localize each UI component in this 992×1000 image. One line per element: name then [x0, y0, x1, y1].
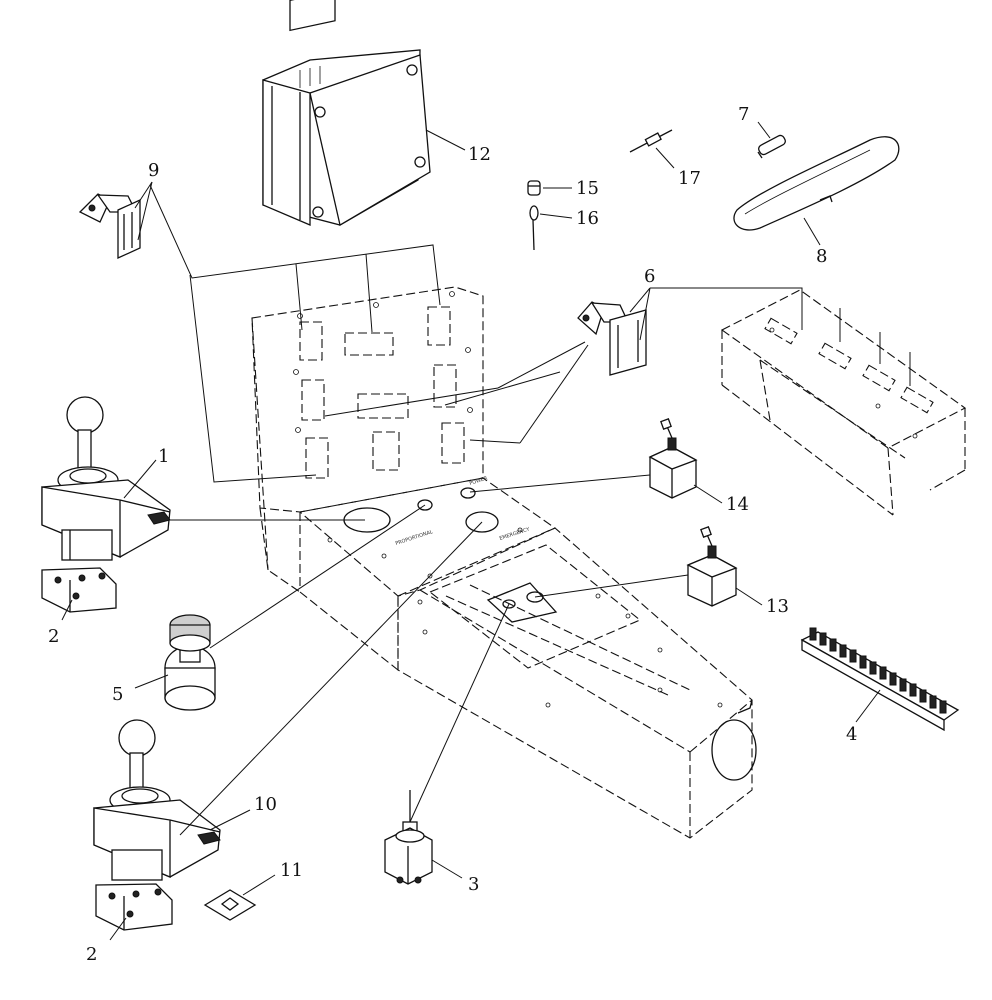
callout-2-upper: 2: [48, 626, 59, 647]
toggle-switch-14: [648, 418, 723, 504]
svg-text:POWER: POWER: [469, 475, 489, 487]
callout-14: 14: [726, 494, 749, 515]
rocker-switch-left: [78, 181, 153, 260]
callout-2-lower: 2: [86, 944, 97, 965]
resistor: [629, 129, 675, 169]
lamp-cover: [733, 136, 900, 246]
callout-15: 15: [576, 178, 599, 199]
grommet-plate: [203, 874, 276, 921]
callout-9: 9: [148, 160, 159, 181]
bulb-lead: [529, 205, 573, 251]
callout-4: 4: [846, 724, 857, 745]
rocker-switch-center: [577, 287, 651, 376]
emergency-knob: [134, 614, 216, 711]
joystick-upper: [41, 396, 171, 561]
console-pedestal-box: [299, 527, 757, 839]
callout-1: 1: [158, 446, 169, 467]
controller-module: [262, 0, 466, 227]
joystick-base-switch-lower: [95, 883, 173, 941]
callout-10: 10: [254, 794, 277, 815]
console-upper-panel: [251, 286, 484, 593]
toggle-switch-13: [686, 526, 763, 607]
lamp-bulb: [757, 121, 786, 159]
callout-5: 5: [112, 684, 123, 705]
callout-6: 6: [644, 266, 655, 287]
svg-text:PROPORTIONAL: PROPORTIONAL: [395, 529, 434, 547]
assembly-leader-lines: [149, 184, 911, 836]
callout-17: 17: [678, 168, 701, 189]
callout-labels: 1 2 2 3 4 5 6 7 8 9 10 11 12 13 14 15 16…: [48, 104, 857, 965]
callout-16: 16: [576, 208, 599, 229]
instrument-box: [720, 289, 967, 516]
callout-12: 12: [468, 144, 491, 165]
circuit-breaker: [384, 790, 463, 885]
callout-3: 3: [468, 874, 479, 895]
terminal-strip: [800, 627, 960, 732]
callout-11: 11: [280, 860, 303, 881]
callout-7: 7: [738, 104, 749, 125]
knob-cap: [527, 180, 572, 196]
callout-13: 13: [766, 596, 789, 617]
joystick-lower: [93, 719, 251, 881]
callout-8: 8: [816, 246, 827, 267]
svg-text:EMERGENCY: EMERGENCY: [499, 526, 532, 542]
joystick-base-switch-upper: [41, 567, 117, 621]
